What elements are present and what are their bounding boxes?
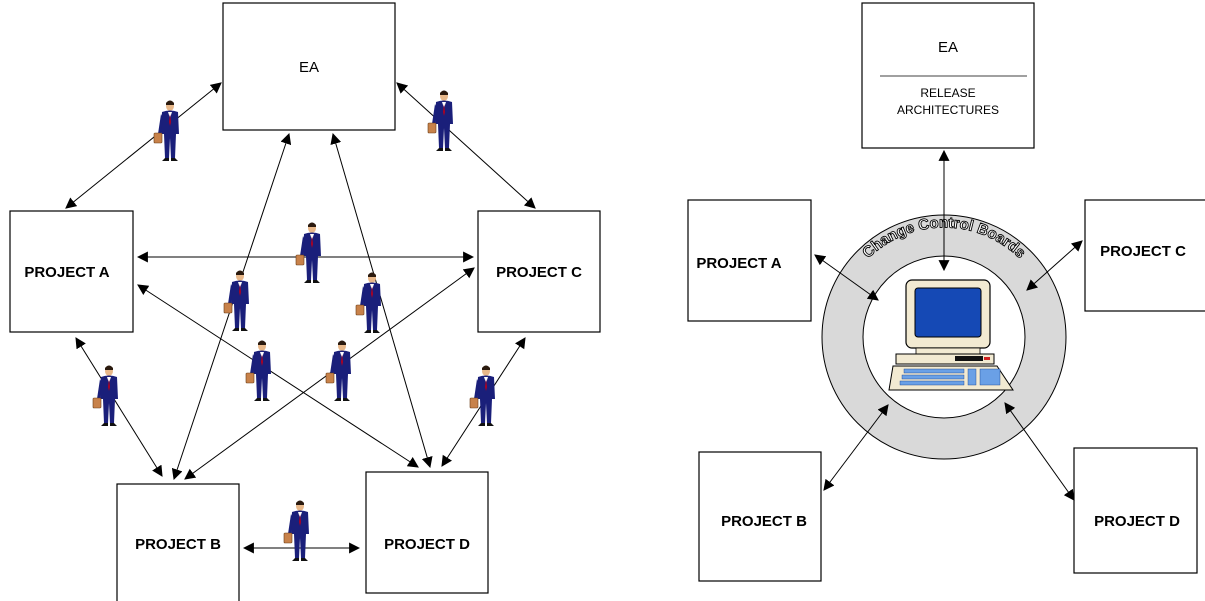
left-project-c-box: PROJECT C (477, 210, 601, 333)
businessman-icon (153, 100, 180, 162)
arrow-ea-project-c (396, 82, 536, 209)
left-project-c-label: PROJECT C (496, 264, 582, 281)
right-project-d-box: PROJECT D (1073, 447, 1198, 574)
businessman-icon (92, 365, 119, 427)
right-ea-box: EA RELEASE ARCHITECTURES (861, 2, 1035, 149)
right-project-b-label: PROJECT B (721, 513, 807, 530)
arrow-project-a-project-b (75, 337, 163, 477)
arrow-ea-project-d (330, 132, 433, 469)
businessman-icon (427, 90, 454, 152)
left-project-d-label: PROJECT D (384, 536, 470, 553)
computer-icon (888, 279, 1014, 391)
arrow-ccb-project-a (814, 254, 879, 301)
businessman-icon (355, 272, 382, 334)
arrow-ccb-project-c (1026, 240, 1083, 291)
release-line1: RELEASE (920, 86, 975, 100)
right-diagram: EA RELEASE ARCHITECTURES Change Control … (687, 2, 1205, 582)
right-project-a-box: PROJECT A (687, 199, 812, 322)
businessman-icon (223, 270, 250, 332)
businessman-icon (325, 340, 352, 402)
right-project-d-label: PROJECT D (1094, 513, 1180, 530)
right-project-c-label: PROJECT C (1100, 243, 1186, 260)
right-project-c-box: PROJECT C (1084, 199, 1205, 312)
arrow-ccb-project-b (823, 404, 889, 491)
arrow-ccb-project-d (1004, 402, 1075, 501)
left-project-d-box: PROJECT D (365, 471, 489, 594)
left-project-a-label: PROJECT A (24, 264, 109, 281)
left-ea-label: EA (299, 59, 319, 76)
businessman-icon (283, 500, 310, 562)
businessman-icon (295, 222, 322, 284)
release-line2: ARCHITECTURES (897, 103, 999, 117)
right-project-a-label: PROJECT A (696, 255, 781, 272)
left-project-b-box: PROJECT B (116, 483, 240, 601)
right-project-b-box: PROJECT B (698, 451, 822, 582)
left-project-b-label: PROJECT B (135, 536, 221, 553)
businessman-icon (245, 340, 272, 402)
left-project-a-box: PROJECT A (9, 210, 134, 333)
right-ea-label: EA (938, 39, 958, 56)
left-ea-box: EA (222, 2, 396, 131)
left-diagram: EA PROJECT A PROJECT C PROJECT B PROJECT… (9, 2, 601, 601)
right-arrows (814, 149, 1083, 501)
arrow-ea-project-a (65, 82, 222, 209)
